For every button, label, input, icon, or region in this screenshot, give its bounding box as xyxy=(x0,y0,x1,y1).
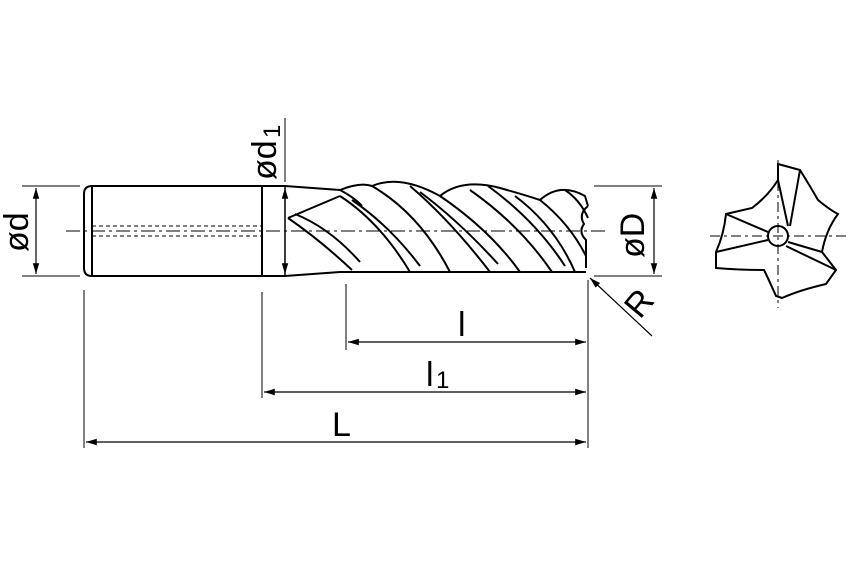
label-neck-diameter: ød 1 xyxy=(246,125,286,180)
shank xyxy=(83,185,263,277)
end-view xyxy=(710,160,850,308)
flutes xyxy=(287,180,589,273)
extension-lines xyxy=(22,118,662,448)
label-shank-diameter: ød xyxy=(0,212,36,252)
label-neck-diameter-sub: 1 xyxy=(259,125,286,138)
label-length-under-head-sub: 1 xyxy=(436,367,449,394)
label-length-under-head-main: l xyxy=(426,356,434,394)
label-overall-length: L xyxy=(332,406,351,444)
label-cutting-diameter: øD xyxy=(614,213,652,258)
label-neck-diameter-main: ød xyxy=(246,140,284,180)
label-flute-length: l xyxy=(458,306,466,344)
dim-corner-radius xyxy=(589,277,653,337)
dimension-lines xyxy=(32,188,658,446)
label-corner-radius: R xyxy=(617,282,662,325)
label-length-under-head: l 1 xyxy=(426,356,449,394)
